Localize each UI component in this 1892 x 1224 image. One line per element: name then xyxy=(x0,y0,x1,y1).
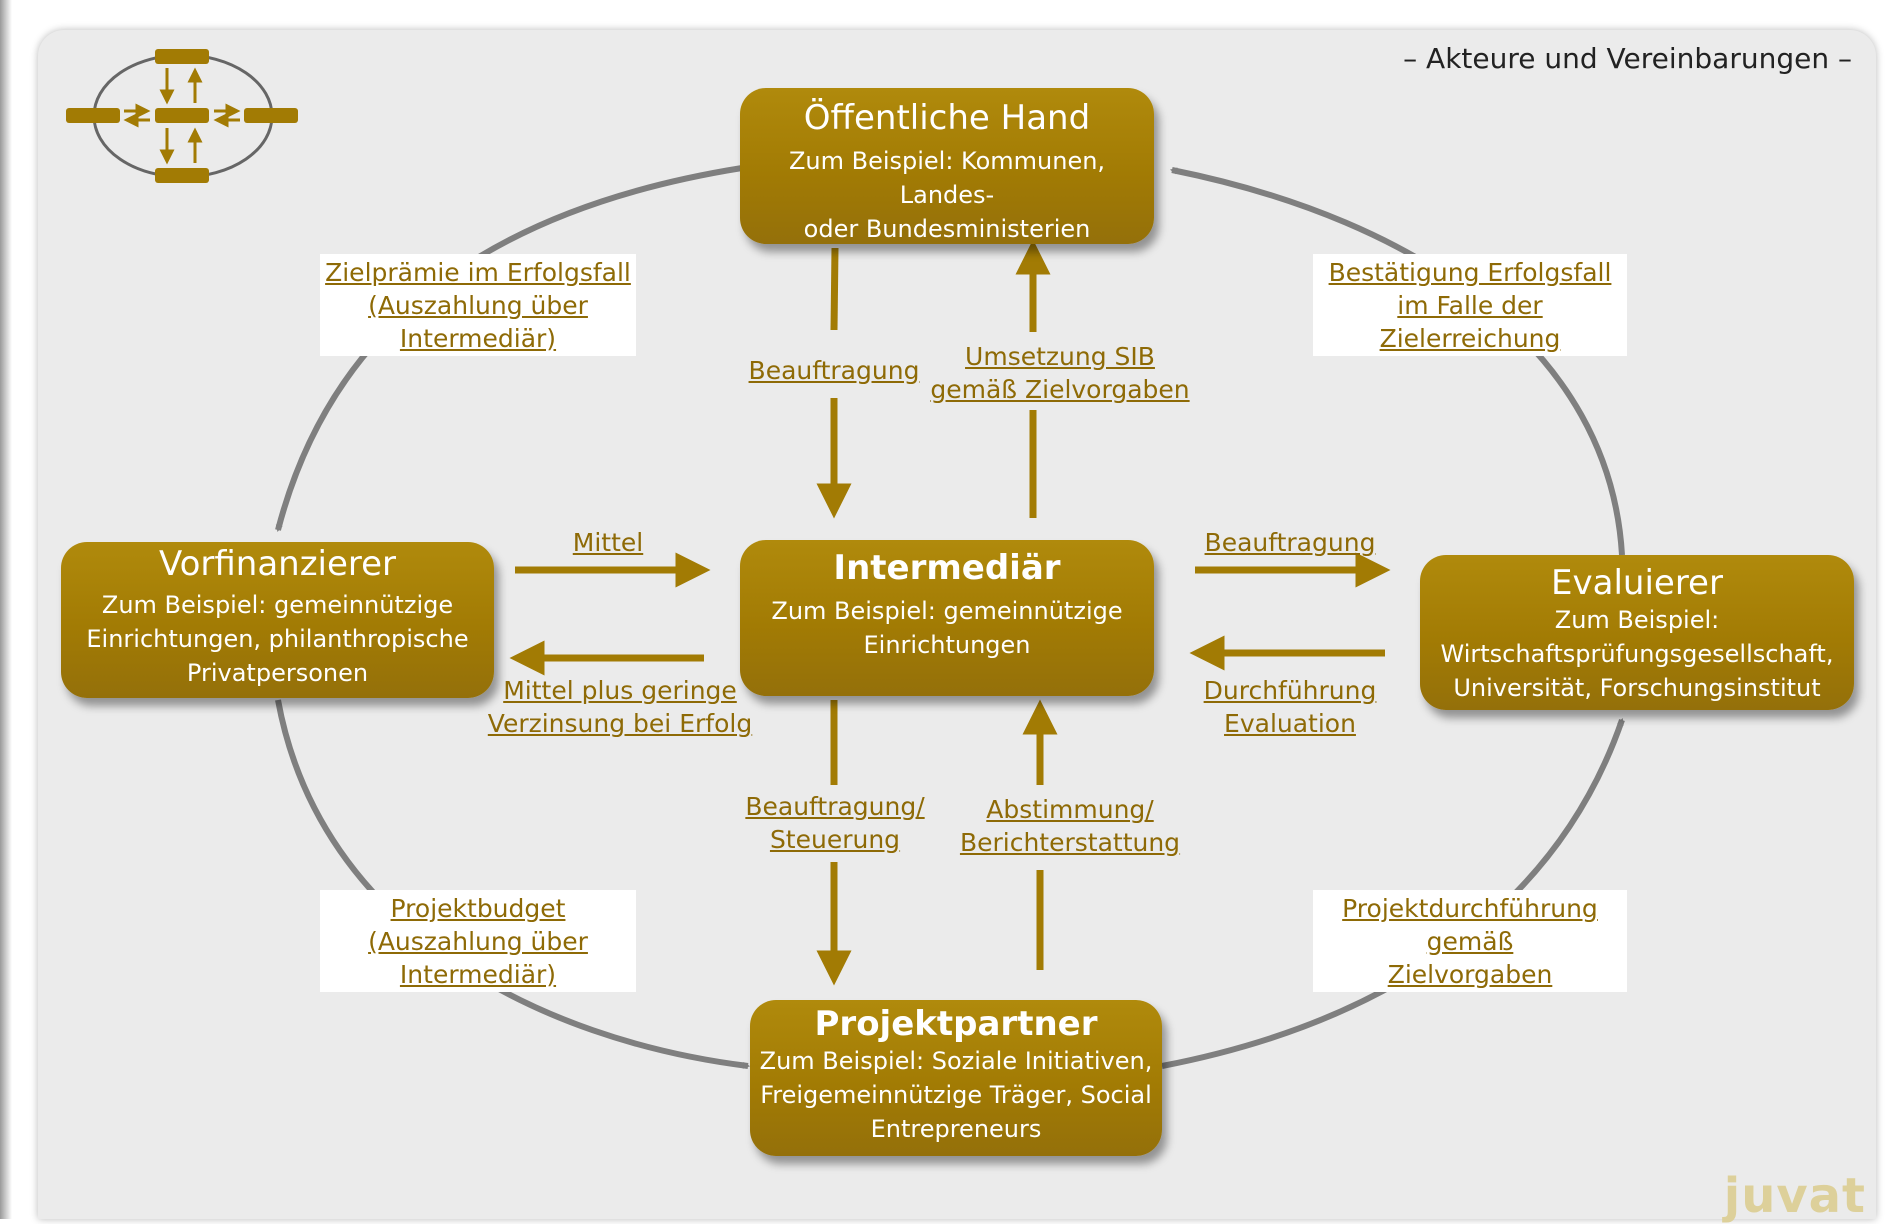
label-line: Intermediär) xyxy=(399,960,557,989)
label-line: im Falle der xyxy=(1397,291,1543,320)
label-line: Bestätigung Erfolgsfall xyxy=(1328,258,1612,287)
node-intermediaer: Intermediär Zum Beispiel: gemeinnützige … xyxy=(740,540,1154,696)
label-line: Berichterstattung xyxy=(959,828,1181,857)
label-line: Verzinsung bei Erfolg xyxy=(487,709,753,738)
label-line: Projektbudget xyxy=(390,894,566,923)
label-bestaetigung: Bestätigung Erfolgsfall im Falle der Zie… xyxy=(1313,254,1627,356)
label-beauftragung-top: Beauftragung xyxy=(734,354,934,387)
label-line: (Auszahlung über xyxy=(368,291,588,320)
node-description: Einrichtungen, philanthropische xyxy=(86,625,469,653)
label-line: gemäß Zielvorgaben xyxy=(930,375,1190,404)
node-title: Vorfinanzierer xyxy=(158,544,397,584)
label-line: Mittel plus geringe xyxy=(503,676,737,705)
label-line: Abstimmung/ xyxy=(986,795,1154,824)
node-description: Universität, Forschungsinstitut xyxy=(1453,674,1821,702)
node-description: Zum Beispiel: Kommunen, Landes- xyxy=(788,147,1106,209)
node-description: Zum Beispiel: xyxy=(1554,606,1720,634)
label-projektdurchfuehrung: Projektdurchführung gemäß Zielvorgaben xyxy=(1313,890,1627,992)
label-zielpraemie: Zielprämie im Erfolgsfall (Auszahlung üb… xyxy=(320,254,636,356)
label-abstimmung: Abstimmung/ Berichterstattung xyxy=(945,793,1195,859)
label-line: Intermediär) xyxy=(399,324,557,353)
node-description: Zum Beispiel: gemeinnützige xyxy=(101,591,454,619)
node-description: Privatpersonen xyxy=(186,659,369,687)
node-title: Evaluierer xyxy=(1551,563,1723,603)
node-title: Intermediär xyxy=(833,548,1061,588)
node-vorfinanzierer: Vorfinanzierer Zum Beispiel: gemeinnützi… xyxy=(61,542,494,698)
node-description: Wirtschaftsprüfungsgesellschaft, xyxy=(1440,640,1834,668)
label-line: Umsetzung SIB xyxy=(965,342,1155,371)
cycle-arrow-to-projektpartner xyxy=(275,699,751,1069)
node-description: Zum Beispiel: gemeinnützige xyxy=(771,597,1123,625)
label-line: Zielerreichung xyxy=(1379,324,1561,353)
label-beauftragung-steuerung: Beauftragung/ Steuerung xyxy=(730,790,940,856)
node-title: Öffentliche Hand xyxy=(803,98,1091,138)
label-line: Beauftragung xyxy=(748,356,920,385)
node-evaluierer: Evaluierer Zum Beispiel: Wirtschaftsprüf… xyxy=(1420,555,1854,710)
label-line: Zielprämie im Erfolgsfall xyxy=(325,258,631,287)
gold-arrows xyxy=(509,239,1391,986)
label-line: Beauftragung xyxy=(1204,528,1376,557)
node-title: Projektpartner xyxy=(814,1004,1098,1044)
label-line: (Auszahlung über xyxy=(368,927,588,956)
label-line: Zielvorgaben xyxy=(1387,960,1553,989)
node-description: Freigemeinnützige Träger, Social xyxy=(760,1081,1152,1109)
actor-network-icon xyxy=(66,49,298,183)
label-line: Evaluation xyxy=(1224,709,1356,738)
label-durchfuehrung: Durchführung Evaluation xyxy=(1180,674,1400,740)
label-umsetzung-sib: Umsetzung SIB gemäß Zielvorgaben xyxy=(920,340,1200,406)
label-projektbudget: Projektbudget (Auszahlung über Intermedi… xyxy=(320,890,636,992)
node-projektpartner: Projektpartner Zum Beispiel: Soziale Ini… xyxy=(750,1000,1162,1156)
node-description: Entrepreneurs xyxy=(870,1115,1042,1143)
label-line: Projektdurchführung xyxy=(1342,894,1598,923)
label-mittel: Mittel xyxy=(528,526,688,559)
node-description: oder Bundesministerien xyxy=(803,215,1091,243)
label-line: gemäß xyxy=(1426,927,1514,956)
label-line: Durchführung xyxy=(1203,676,1377,705)
node-description: Einrichtungen xyxy=(863,631,1031,659)
slide-subtitle: – Akteure und Vereinbarungen – xyxy=(1403,42,1852,75)
node-oeffentliche-hand: Öffentliche Hand Zum Beispiel: Kommunen,… xyxy=(740,88,1154,244)
label-line: Steuerung xyxy=(769,825,901,854)
label-line: Mittel xyxy=(572,528,644,557)
label-beauftragung-right: Beauftragung xyxy=(1180,526,1400,559)
label-line: Beauftragung/ xyxy=(745,792,925,821)
slide-edge xyxy=(0,0,12,1219)
node-description: Zum Beispiel: Soziale Initiativen, xyxy=(759,1047,1153,1075)
arrow-beauftragung-down-a xyxy=(830,247,839,331)
cycle-arrow-to-oeffentliche-hand xyxy=(1169,167,1625,556)
juvat-logo: juvat xyxy=(1723,1168,1866,1224)
label-mittel-plus: Mittel plus geringe Verzinsung bei Erfol… xyxy=(480,674,760,740)
